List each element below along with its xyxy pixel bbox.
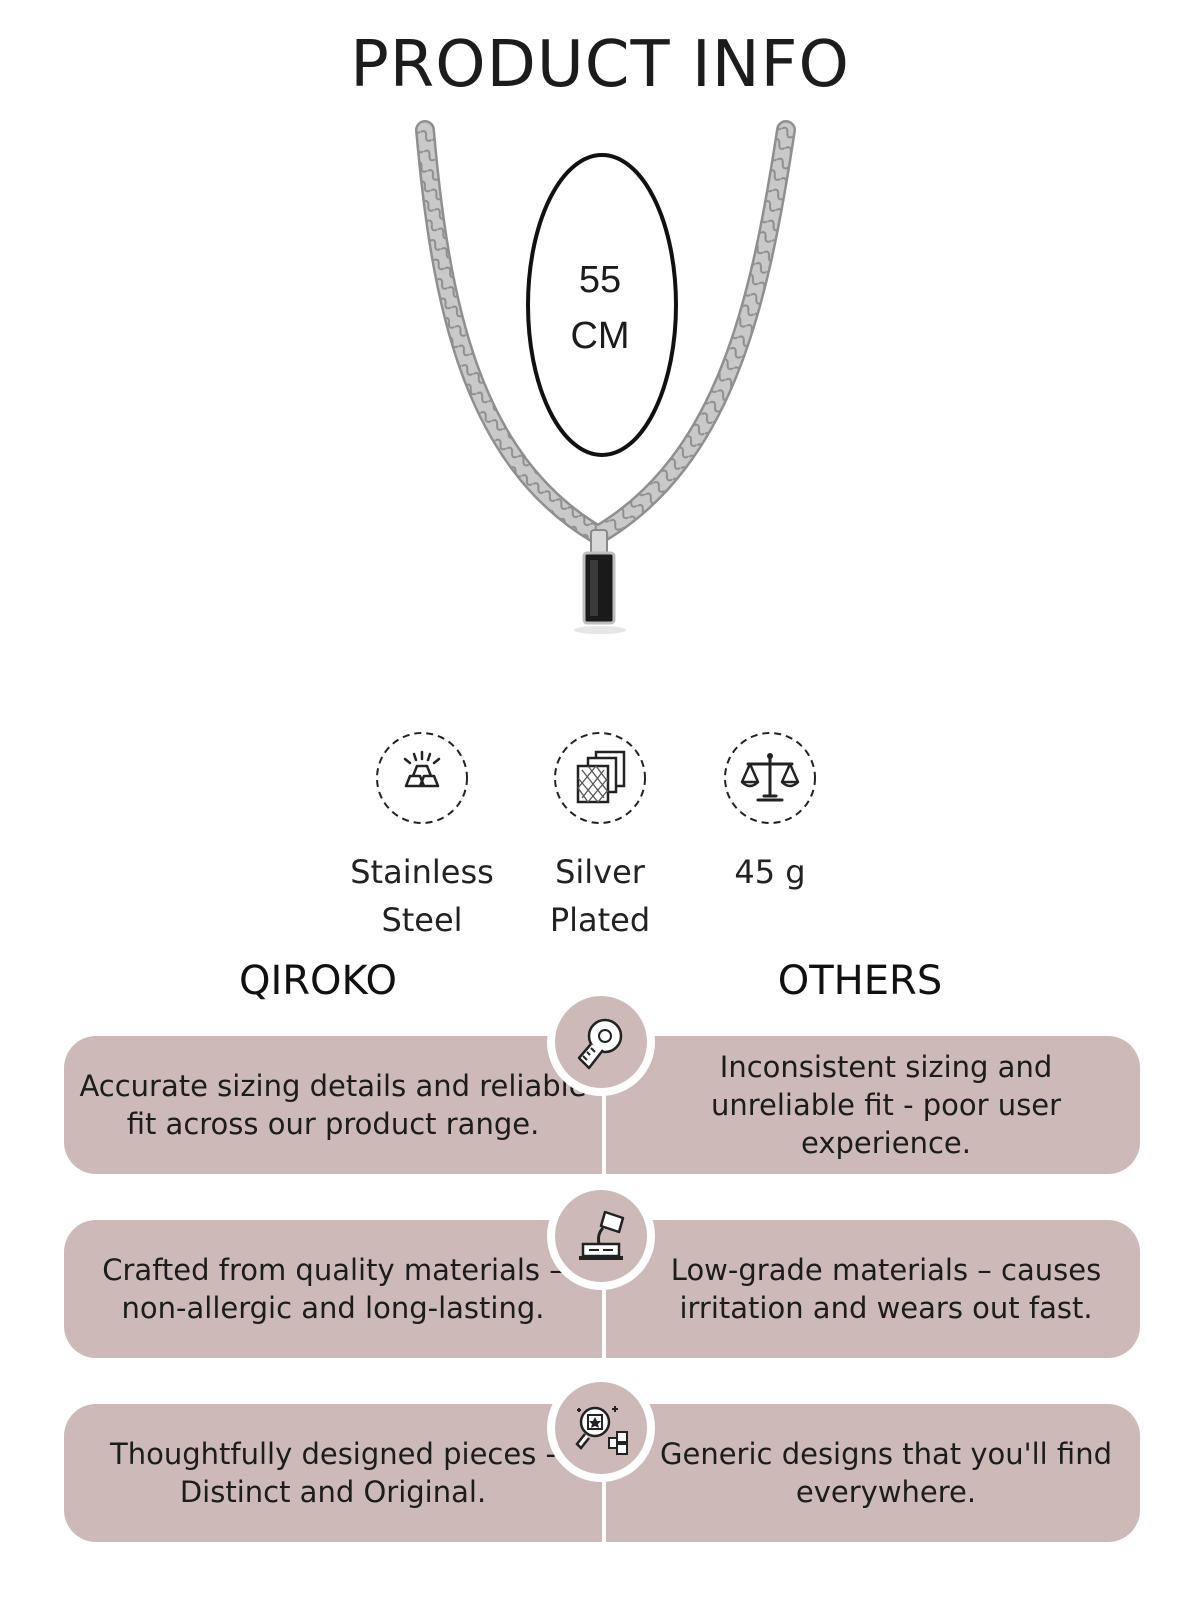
comparison-row: Thoughtfully designed pieces - Distinct … bbox=[64, 1404, 1140, 1542]
row-badge bbox=[555, 1190, 647, 1282]
original-design-icon bbox=[575, 1406, 628, 1455]
spec-weight: 45 g bbox=[680, 730, 860, 896]
length-label: 55 CM bbox=[520, 252, 680, 364]
qiroko-point: Crafted from quality materials – non-all… bbox=[64, 1220, 602, 1358]
length-ellipse bbox=[526, 153, 678, 457]
row-badge bbox=[555, 1382, 647, 1474]
balance-scale-icon bbox=[724, 732, 816, 824]
page-title: PRODUCT INFO bbox=[350, 28, 850, 102]
spec-plating: Silver Plated bbox=[510, 730, 690, 944]
length-unit: CM bbox=[570, 315, 630, 357]
row-divider bbox=[602, 1036, 606, 1174]
row-divider bbox=[602, 1220, 606, 1358]
spec-material-label: Stainless Steel bbox=[350, 853, 494, 939]
layered-plating-icon bbox=[554, 732, 646, 824]
others-point: Low-grade materials – causes irritation … bbox=[606, 1220, 1140, 1358]
others-point: Generic designs that you'll find everywh… bbox=[606, 1404, 1140, 1542]
row-badge bbox=[555, 996, 647, 1088]
qiroko-point: Accurate sizing details and reliable fit… bbox=[64, 1036, 602, 1174]
measuring-tape-icon bbox=[577, 1018, 623, 1070]
comparison-row: Crafted from quality materials – non-all… bbox=[64, 1220, 1140, 1358]
metal-bars-icon bbox=[376, 732, 468, 824]
comparison-row: Accurate sizing details and reliable fit… bbox=[64, 1036, 1140, 1174]
spec-material: Stainless Steel bbox=[332, 730, 512, 944]
necklace-image bbox=[415, 120, 796, 634]
others-point: Inconsistent sizing and unreliable fit -… bbox=[606, 1036, 1140, 1174]
material-pour-icon bbox=[579, 1210, 625, 1260]
qiroko-point: Thoughtfully designed pieces - Distinct … bbox=[64, 1404, 602, 1542]
pendant-stone bbox=[582, 551, 616, 625]
others-heading: OTHERS bbox=[777, 958, 943, 1004]
length-value: 55 bbox=[578, 259, 622, 301]
spec-plating-label: Silver Plated bbox=[549, 853, 651, 939]
spec-weight-label: 45 g bbox=[734, 853, 806, 891]
qiroko-heading: QIROKO bbox=[238, 958, 398, 1004]
